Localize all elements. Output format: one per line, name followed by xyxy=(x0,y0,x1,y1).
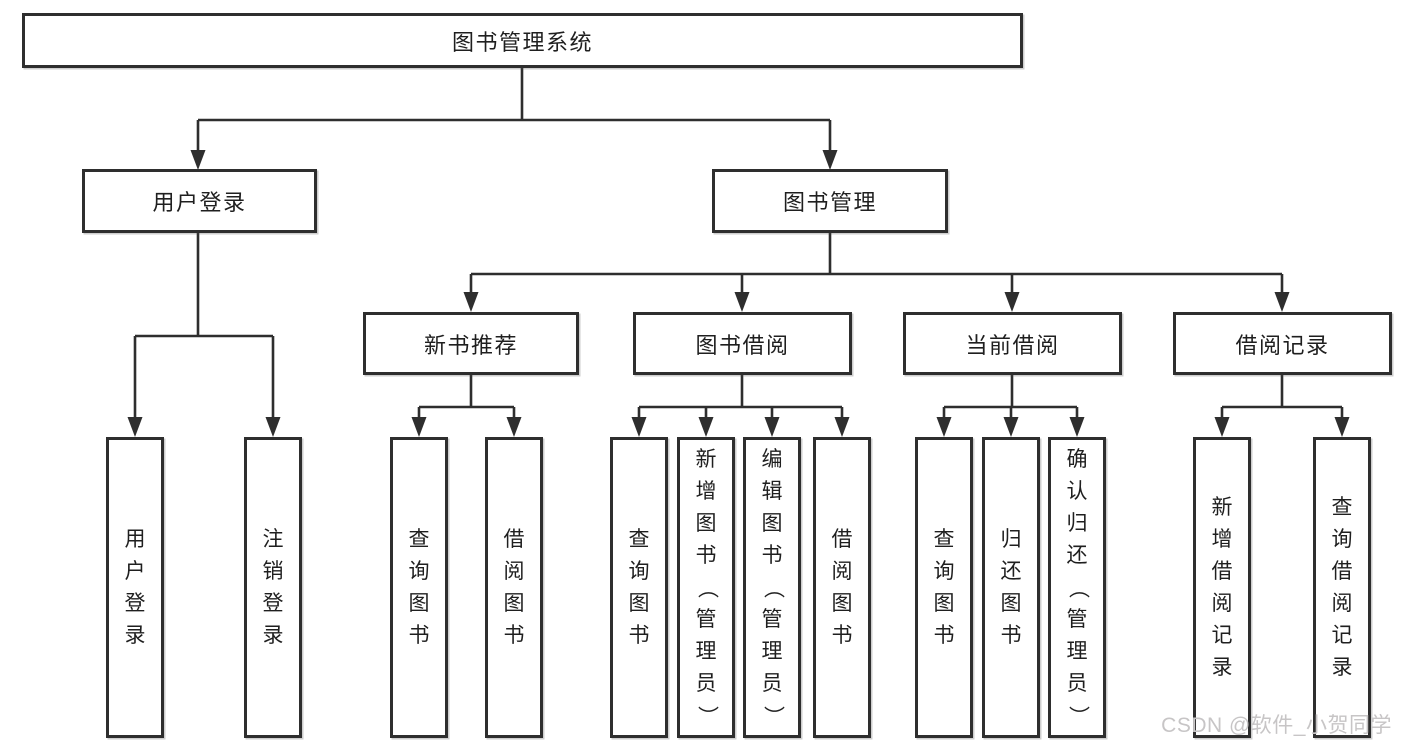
arrowhead-icon xyxy=(734,292,750,312)
node-current-borrowing: 当前借阅 xyxy=(903,312,1122,375)
leaf-return-books: 归还图书 xyxy=(982,437,1040,738)
arrowhead-icon xyxy=(936,417,952,437)
connectors-book-management-to-level3 xyxy=(463,233,1290,312)
leaf-user-login: 用户登录 xyxy=(106,437,164,738)
node-borrowing-records: 借阅记录 xyxy=(1173,312,1392,375)
leaf-query-books-current: 查询图书 xyxy=(915,437,973,738)
node-user-login: 用户登录 xyxy=(82,169,317,233)
csdn-watermark: CSDN @软件_小贺同学 xyxy=(1161,714,1392,737)
arrowhead-icon xyxy=(127,417,143,437)
arrowhead-icon xyxy=(1003,417,1019,437)
arrowhead-icon xyxy=(411,417,427,437)
connectors-new-book-recommendation xyxy=(411,375,522,437)
arrowhead-icon xyxy=(764,417,780,437)
leaf-add-books-admin: 新增图书（管理员） xyxy=(677,437,735,738)
arrowhead-icon xyxy=(506,417,522,437)
leaf-confirm-return-admin: 确认归还（管理员） xyxy=(1048,437,1106,738)
leaf-logout: 注销登录 xyxy=(244,437,302,738)
arrowhead-icon xyxy=(1004,292,1020,312)
arrowhead-icon xyxy=(1274,292,1290,312)
node-new-book-recommendation: 新书推荐 xyxy=(363,312,579,375)
arrowhead-icon xyxy=(463,292,479,312)
arrowhead-icon xyxy=(698,417,714,437)
arrowhead-icon xyxy=(1069,417,1085,437)
arrowhead-icon xyxy=(1334,417,1350,437)
connectors-borrowing-records xyxy=(1214,375,1350,437)
arrowhead-icon xyxy=(834,417,850,437)
arrowhead-icon xyxy=(265,417,281,437)
arrowhead-icon xyxy=(631,417,647,437)
node-book-management-system: 图书管理系统 xyxy=(22,13,1023,68)
node-book-borrowing: 图书借阅 xyxy=(633,312,852,375)
connectors-current-borrowing xyxy=(936,375,1085,437)
arrowhead-icon xyxy=(190,150,206,170)
leaf-borrow-books-borrowing: 借阅图书 xyxy=(813,437,871,738)
leaf-query-books-recommend: 查询图书 xyxy=(390,437,448,738)
leaf-query-books-borrowing: 查询图书 xyxy=(610,437,668,738)
leaf-borrow-books-recommend: 借阅图书 xyxy=(485,437,543,738)
leaf-query-borrow-record: 查询借阅记录 xyxy=(1313,437,1371,738)
connectors-root-to-level2 xyxy=(190,68,838,170)
arrowhead-icon xyxy=(1214,417,1230,437)
node-book-management: 图书管理 xyxy=(712,169,948,233)
leaf-add-borrow-record: 新增借阅记录 xyxy=(1193,437,1251,738)
arrowhead-icon xyxy=(822,150,838,170)
leaf-edit-books-admin: 编辑图书（管理员） xyxy=(743,437,801,738)
connectors-book-borrowing xyxy=(631,375,850,437)
connectors-user-login-to-leaves xyxy=(127,233,281,437)
